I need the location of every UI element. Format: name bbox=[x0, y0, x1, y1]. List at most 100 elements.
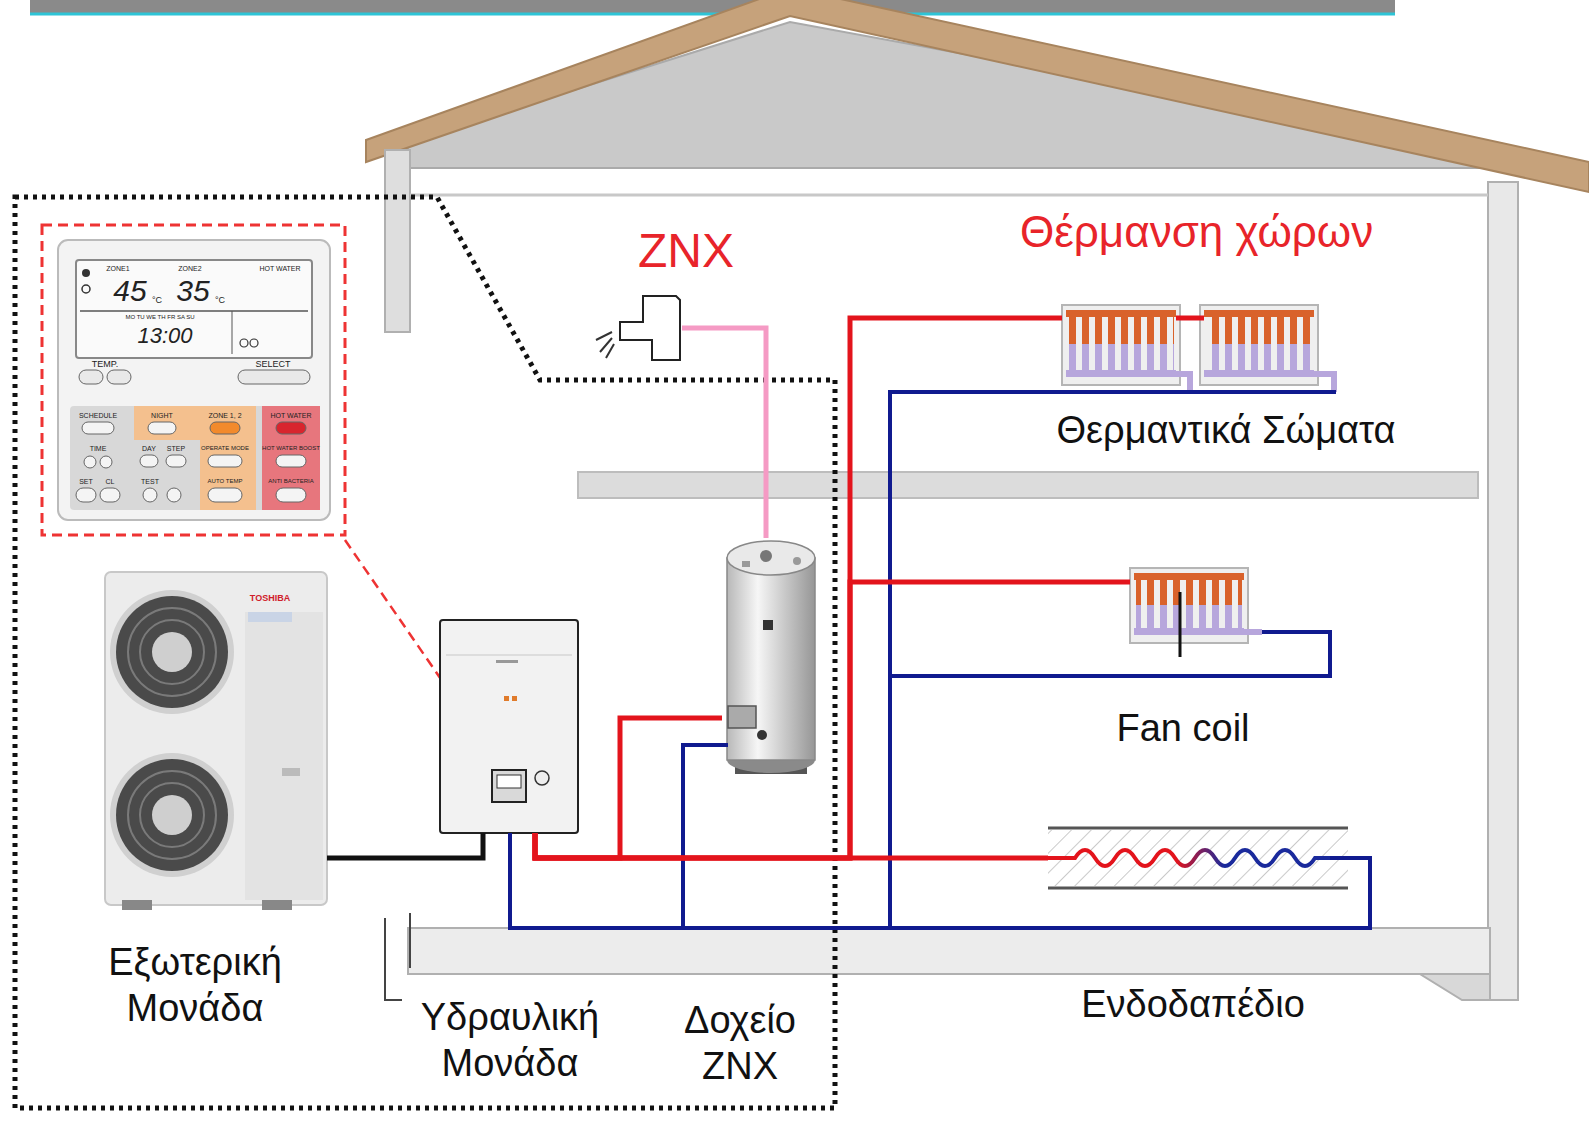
title-bar bbox=[30, 0, 1395, 13]
return-pipe bbox=[890, 632, 1330, 676]
unit-seam bbox=[446, 654, 572, 656]
fan-coil-frame bbox=[1130, 568, 1248, 643]
fan-coil-probe bbox=[1179, 592, 1182, 657]
controller-button bbox=[107, 370, 131, 384]
controller-display bbox=[76, 260, 312, 358]
hot-water-tank: Δοχείο ZNX bbox=[722, 538, 818, 772]
display-icon bbox=[240, 339, 248, 347]
node-label: Εξωτερική Μονάδα bbox=[70, 940, 320, 1031]
controller-button bbox=[276, 488, 306, 502]
radiator-header bbox=[1066, 310, 1176, 317]
button-label: SET bbox=[79, 478, 93, 485]
display-unit: °C bbox=[215, 296, 225, 305]
system-boundary bbox=[15, 197, 835, 1108]
floor-layer bbox=[1048, 828, 1348, 888]
ground-floor-slab bbox=[408, 928, 1490, 974]
button-label: SELECT bbox=[255, 360, 290, 369]
radiator-pair: Θερμαντικά Σώματα bbox=[1062, 303, 1320, 387]
underfloor-coil bbox=[1048, 850, 1332, 866]
radiator-footer bbox=[1066, 370, 1176, 377]
water-tap bbox=[620, 296, 680, 360]
button-label: STEP bbox=[167, 445, 185, 452]
button-label: TEST bbox=[141, 478, 159, 485]
controller-button bbox=[210, 422, 240, 434]
pipe-connector bbox=[535, 318, 1062, 858]
controller-button bbox=[79, 370, 103, 384]
roof bbox=[366, 0, 1589, 192]
fan-coil-header bbox=[1134, 573, 1244, 580]
unit-plate bbox=[248, 612, 292, 622]
display-temperature: 45 bbox=[113, 276, 146, 306]
display-weekdays: MO TU WE TH FR SA SU bbox=[125, 314, 194, 320]
brand-label: TOSHIBA bbox=[250, 594, 290, 603]
hydraulic-unit: Υδραυλική Μονάδα bbox=[440, 620, 578, 833]
unit-badge bbox=[496, 660, 518, 663]
controller-button bbox=[166, 455, 186, 467]
pipe-connector bbox=[535, 718, 722, 858]
node-label: Δοχείο ZNX bbox=[660, 998, 820, 1089]
node-label: Θερμαντικά Σώματα bbox=[1057, 408, 1396, 454]
controller-button bbox=[208, 455, 242, 467]
foundation-step bbox=[1420, 974, 1490, 1000]
fan-hub bbox=[152, 795, 192, 835]
node-label: Ενδοδαπέδιο bbox=[1081, 982, 1305, 1028]
node-label: Υδραυλική Μονάδα bbox=[385, 995, 635, 1086]
tank-fitting bbox=[757, 730, 767, 740]
return-pipe bbox=[890, 392, 1336, 928]
button-band bbox=[262, 406, 320, 510]
radiator-header bbox=[1204, 310, 1314, 317]
button-label: ZONE 1, 2 bbox=[208, 412, 241, 419]
display-icon bbox=[250, 339, 258, 347]
radiator-frame bbox=[1062, 305, 1180, 385]
node-label: Fan coil bbox=[1116, 706, 1249, 752]
display-icon bbox=[82, 269, 90, 277]
display-divider bbox=[80, 310, 308, 312]
tank-fitting bbox=[760, 550, 772, 562]
radiator-fins bbox=[1206, 344, 1312, 374]
unit-knob bbox=[535, 771, 549, 785]
tank-fitting bbox=[742, 561, 750, 567]
unit-vent bbox=[282, 768, 300, 776]
controller-button bbox=[76, 488, 96, 502]
tank-badge bbox=[763, 620, 773, 630]
controller-button bbox=[140, 455, 158, 467]
fan-coil: Fan coil bbox=[1130, 566, 1250, 646]
pipe-connector bbox=[327, 833, 483, 858]
controller-button bbox=[167, 488, 181, 502]
pipe-connector bbox=[535, 833, 1048, 858]
button-label: SCHEDULE bbox=[79, 412, 117, 419]
floor-hatch bbox=[1048, 830, 1348, 886]
unit-led bbox=[504, 696, 509, 701]
controller-button bbox=[148, 422, 176, 434]
controller-body bbox=[58, 240, 330, 520]
fan bbox=[116, 759, 228, 871]
tank-fitting bbox=[793, 557, 801, 565]
return-pipe bbox=[510, 833, 1370, 928]
radiator-footer bbox=[1204, 370, 1314, 377]
controller-button bbox=[208, 488, 242, 502]
underfloor-heating: Ενδοδαπέδιο bbox=[1048, 822, 1348, 892]
fan-hub bbox=[152, 632, 192, 672]
wall-bracket bbox=[385, 913, 410, 1000]
section-title: Θέρμανση χώρων bbox=[1020, 210, 1373, 254]
button-band bbox=[200, 440, 256, 510]
controller-button bbox=[276, 455, 306, 467]
controller-button bbox=[84, 456, 96, 468]
tank-heater-box bbox=[728, 706, 756, 728]
unit-screen bbox=[497, 775, 521, 788]
controller-button bbox=[100, 488, 120, 502]
radiator-outlet bbox=[1176, 374, 1334, 392]
radiator-frame bbox=[1200, 305, 1318, 385]
outdoor-unit-side bbox=[245, 612, 323, 900]
button-label: OPERATE MODE bbox=[201, 445, 249, 451]
right-wall bbox=[1488, 182, 1518, 1000]
outdoor-unit: Εξωτερική Μονάδα bbox=[105, 572, 327, 905]
button-label: TEMP. bbox=[92, 360, 118, 369]
button-label: CL bbox=[106, 478, 115, 485]
fan-ring bbox=[140, 783, 204, 847]
fan-ring bbox=[128, 771, 216, 859]
tank-top bbox=[727, 541, 815, 575]
fan-coil-outlet bbox=[1244, 629, 1262, 635]
unit-foot bbox=[122, 900, 152, 910]
